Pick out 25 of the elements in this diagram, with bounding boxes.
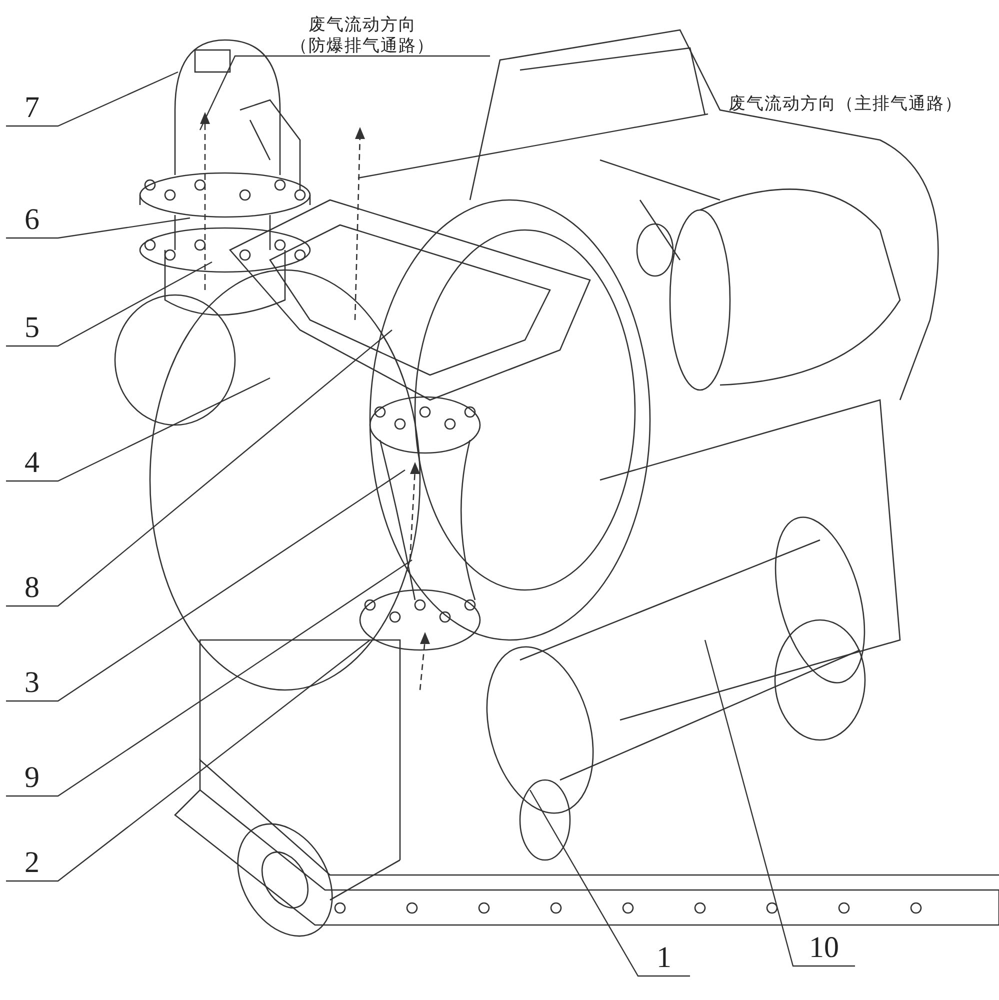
callout-number: 7 — [24, 90, 40, 126]
leader-line — [6, 470, 406, 702]
leader-line — [6, 71, 178, 127]
leader-line — [529, 790, 690, 977]
callout-number: 6 — [24, 202, 40, 238]
leader-line — [358, 113, 708, 179]
callout-number: 10 — [809, 930, 839, 966]
annotation-text: 废气流动方向（主排气通路） — [728, 94, 962, 114]
callout-number: 5 — [24, 310, 40, 346]
callout-number: 3 — [24, 665, 40, 701]
leader-line — [6, 330, 392, 607]
leader-line — [6, 640, 370, 882]
annotation-text: （防爆排气通路） — [290, 36, 434, 56]
callout-number: 8 — [24, 570, 40, 606]
callout-number: 2 — [24, 845, 40, 881]
callout-number: 1 — [656, 940, 672, 976]
leader-line — [6, 217, 190, 239]
annotation-text: 废气流动方向 — [308, 15, 416, 36]
callout-number: 4 — [24, 445, 40, 481]
leader-line — [6, 560, 412, 797]
leader-line — [6, 261, 212, 347]
leader-line — [6, 377, 270, 482]
leader-line — [704, 640, 855, 967]
leader-line — [199, 55, 490, 130]
callout-number: 9 — [24, 760, 40, 796]
